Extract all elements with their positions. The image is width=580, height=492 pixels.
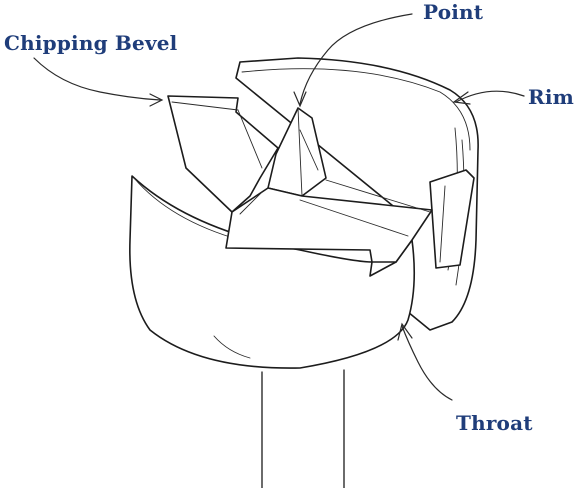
chipping-wedge bbox=[167, 95, 279, 213]
point-label: Point bbox=[423, 0, 484, 24]
rim-label: Rim bbox=[528, 85, 574, 109]
throat-arrow bbox=[401, 325, 453, 401]
throat-label: Throat bbox=[456, 411, 533, 435]
chipping-bevel-label: Chipping Bevel bbox=[4, 31, 178, 55]
rim-arrow bbox=[455, 90, 525, 103]
leader-arrows bbox=[33, 13, 525, 401]
chipping-bevel-arrow bbox=[33, 57, 161, 101]
rim-edge bbox=[429, 169, 475, 269]
cutting-lip bbox=[225, 179, 433, 263]
shank bbox=[261, 369, 345, 489]
point-arrow bbox=[299, 13, 413, 105]
